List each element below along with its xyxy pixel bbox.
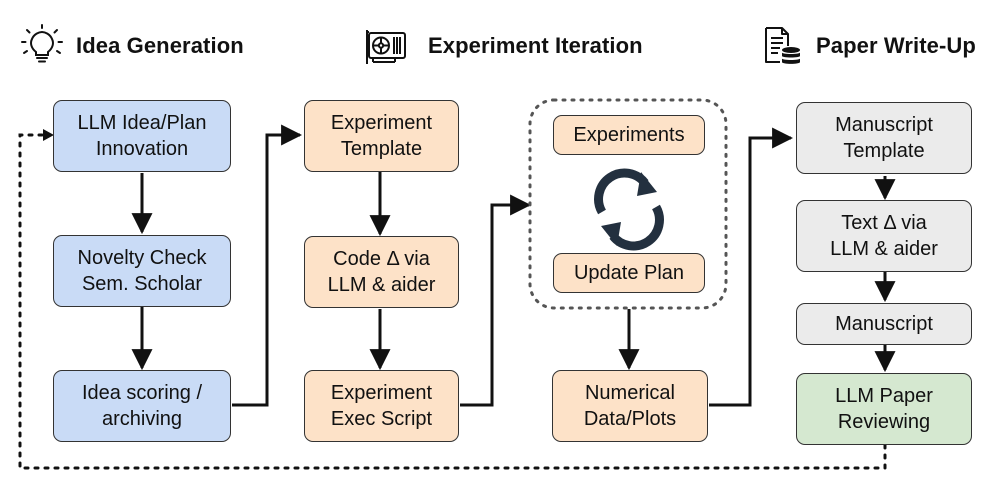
paper-write-up-title: Paper Write-Up: [816, 33, 976, 58]
experiment-exec-script-box: Experiment Exec Script: [304, 370, 459, 442]
arrow-exp-to-iteration: [460, 194, 532, 407]
paper-write-up-header: Paper Write-Up: [760, 22, 976, 70]
arrow-idea-to-experiment: [232, 124, 303, 407]
experiment-template-box: Experiment Template: [304, 100, 459, 172]
idea-generation-title: Idea Generation: [76, 33, 244, 58]
update-plan-box: Update Plan: [553, 253, 705, 293]
code-edit-box: Code Δ via LLM & aider: [304, 236, 459, 308]
idea-scoring-box: Idea scoring / archiving: [53, 370, 231, 442]
text-edit-box: Text Δ via LLM & aider: [796, 200, 972, 272]
idea-plan-innovation-box: LLM Idea/Plan Innovation: [53, 100, 231, 172]
experiment-iteration-title: Experiment Iteration: [428, 33, 643, 58]
arrow-results-to-writeup: [709, 127, 794, 407]
manuscript-template-box: Manuscript Template: [796, 102, 972, 174]
numerical-data-plots-box: Numerical Data/Plots: [552, 370, 708, 442]
document-database-icon: [765, 27, 800, 64]
manuscript-box: Manuscript: [796, 303, 972, 345]
novelty-check-box: Novelty Check Sem. Scholar: [53, 235, 231, 307]
gpu-card-icon: [366, 30, 406, 64]
idea-generation-header: Idea Generation: [20, 22, 244, 70]
experiment-iteration-header: Experiment Iteration: [358, 22, 643, 70]
llm-paper-reviewing-box: LLM Paper Reviewing: [796, 373, 972, 445]
lightbulb-icon: [21, 24, 63, 63]
experiments-box: Experiments: [553, 115, 705, 155]
refresh-cycle-icon: [594, 168, 664, 251]
